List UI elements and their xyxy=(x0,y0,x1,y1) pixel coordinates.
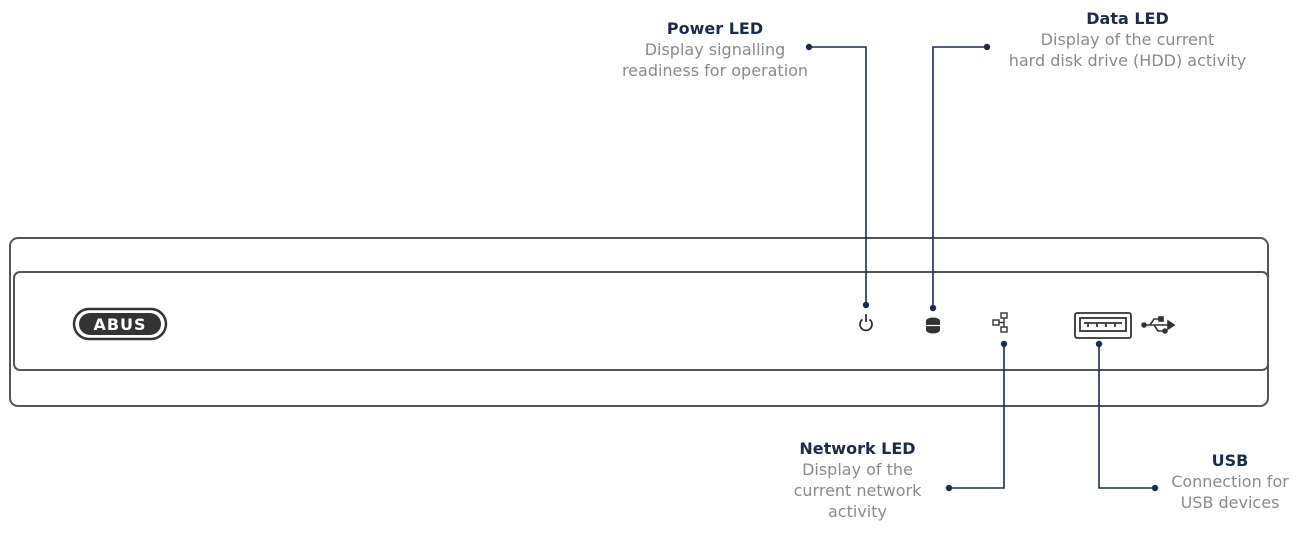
usb-leader-dot xyxy=(1151,484,1159,492)
leader-lines xyxy=(809,46,1155,489)
power-leader-dot xyxy=(805,43,813,51)
data-led-title: Data LED xyxy=(1086,9,1169,28)
network-led-dot xyxy=(1000,340,1008,348)
network-led-desc-line-3: activity xyxy=(828,502,887,521)
power-icon xyxy=(859,314,873,332)
hdd-icon xyxy=(926,317,940,334)
power-leader-line xyxy=(809,46,867,305)
abus-logo-text: ABUS xyxy=(93,315,146,334)
power-led-dot xyxy=(862,301,870,309)
power-led-callout: Power LED Display signalling readiness f… xyxy=(570,18,860,81)
device-front-panel xyxy=(13,271,1269,371)
usb-port-dot xyxy=(1095,340,1103,348)
abus-logo: ABUS xyxy=(72,307,168,341)
usb-title: USB xyxy=(1211,451,1249,470)
usb-leader-line xyxy=(1098,344,1155,489)
usb-callout: USB Connection for USB devices xyxy=(1155,450,1305,513)
power-led-title: Power LED xyxy=(666,19,764,38)
data-leader-line xyxy=(932,46,987,308)
power-led-desc-line-1: Display signalling xyxy=(644,40,786,59)
leader-dots xyxy=(805,43,1159,492)
usb-symbol-icon xyxy=(1141,316,1176,334)
usb-desc-line-2: USB devices xyxy=(1180,493,1280,512)
network-leader-line xyxy=(949,344,1005,489)
network-leader-dot xyxy=(945,484,953,492)
data-led-desc-line-2: hard disk drive (HDD) activity xyxy=(1008,51,1247,70)
network-led-desc-line-2: current network xyxy=(793,481,922,500)
data-leader-dot xyxy=(983,43,991,51)
usb-desc-line-1: Connection for xyxy=(1171,472,1289,491)
network-led-callout: Network LED Display of the current netwo… xyxy=(770,438,945,522)
power-led-desc-line-2: readiness for operation xyxy=(621,61,809,80)
data-led-callout: Data LED Display of the current hard dis… xyxy=(975,8,1280,71)
usb-port xyxy=(1074,312,1132,339)
data-led-dot xyxy=(929,304,937,312)
network-led-title: Network LED xyxy=(799,439,916,458)
data-led-desc-line-1: Display of the current xyxy=(1040,30,1215,49)
network-icon xyxy=(992,312,1008,333)
network-led-desc-line-1: Display of the xyxy=(802,460,913,479)
